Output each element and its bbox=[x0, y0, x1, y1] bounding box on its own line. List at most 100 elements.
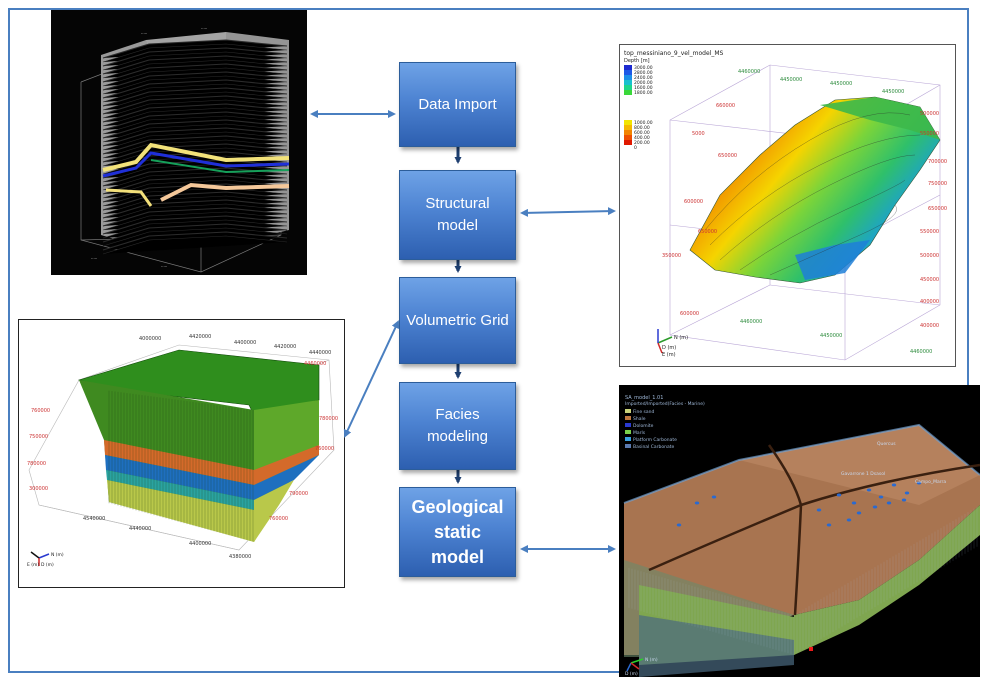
axis-label: 550000 bbox=[920, 131, 939, 137]
facies-model-subtitle: Imported/Imported(Facies - Marine) bbox=[625, 401, 705, 407]
legend-value: 2400.00 bbox=[634, 75, 653, 81]
axis-label: 300000 bbox=[29, 486, 48, 492]
facies-legend-item: Marls bbox=[633, 430, 646, 436]
axis-label: 4450000 bbox=[830, 81, 852, 87]
axis-label: 4460000 bbox=[910, 349, 932, 355]
legend-value: 400.00 bbox=[634, 135, 650, 141]
compass-label: N (m) bbox=[51, 552, 64, 558]
axis-label: 4460000 bbox=[738, 69, 760, 75]
compass-label: E (m) bbox=[662, 352, 676, 358]
step-volumetric-grid: Volumetric Grid bbox=[399, 277, 516, 364]
svg-text:·····: ····· bbox=[161, 264, 167, 269]
axis-label: 4420000 bbox=[274, 344, 296, 350]
legend-value: 3000.00 bbox=[634, 65, 653, 71]
facies-legend-item: Shale bbox=[633, 416, 646, 422]
legend-value: 1800.00 bbox=[634, 90, 653, 96]
axis-label: 550000 bbox=[920, 229, 939, 235]
legend-value: 1000.00 bbox=[634, 120, 653, 126]
axis-label: 4400000 bbox=[234, 340, 256, 346]
legend-value: 600.00 bbox=[634, 130, 650, 136]
seismic-volume-image: ····· ····· ····· ····· bbox=[80, 26, 290, 273]
compass-label: E (m) bbox=[27, 562, 39, 568]
place-label: Campo_Marra bbox=[915, 479, 946, 485]
svg-text:·····: ····· bbox=[141, 31, 147, 36]
compass-icon bbox=[657, 329, 673, 354]
depth-scale-label: Depth [m] bbox=[624, 58, 650, 64]
axis-label: 650000 bbox=[928, 206, 947, 212]
compass-label: D (m) bbox=[625, 671, 638, 677]
axis-label: 650000 bbox=[698, 229, 717, 235]
axis-label: 4000000 bbox=[139, 336, 161, 342]
axis-label: 500000 bbox=[920, 111, 939, 117]
diagram-frame bbox=[8, 8, 969, 673]
axis-label: 4460000 bbox=[304, 361, 326, 367]
svg-text:·····: ····· bbox=[201, 26, 207, 31]
axis-label: 400000 bbox=[920, 323, 939, 329]
facies-legend-item: Platform Carbonate bbox=[633, 437, 677, 443]
axis-label: 500000 bbox=[920, 253, 939, 259]
compass-label: N (m) bbox=[674, 335, 688, 341]
place-label: Gavarrone 1 Dsasol bbox=[841, 471, 885, 477]
depth-map-image: top_messiniano_9_vel_model_MS Depth [m] … bbox=[624, 50, 947, 361]
step-label: Structural model bbox=[425, 195, 490, 234]
compass-label: D (m) bbox=[662, 345, 676, 351]
svg-text:·····: ····· bbox=[91, 256, 97, 261]
axis-label: 450000 bbox=[920, 277, 939, 283]
axis-label: 4400000 bbox=[189, 541, 211, 547]
axis-label: 4540000 bbox=[83, 516, 105, 522]
compass-label: D (m) bbox=[41, 562, 54, 568]
compass-label: N (m) bbox=[645, 657, 658, 663]
step-data-import: Data Import bbox=[399, 62, 516, 147]
volumetric-grid-image: 4000000 4420000 4400000 4420000 4440000 … bbox=[27, 334, 338, 568]
compass-icon bbox=[626, 658, 644, 672]
axis-label: 600000 bbox=[680, 311, 699, 317]
compass-icon bbox=[30, 551, 50, 566]
axis-label: 700000 bbox=[928, 159, 947, 165]
axis-label: 4450000 bbox=[780, 77, 802, 83]
axis-label: 4440000 bbox=[309, 350, 331, 356]
seismic-volume-panel: ····· ····· ····· ····· bbox=[51, 10, 307, 275]
step-facies-modeling: Facies modeling bbox=[399, 382, 516, 470]
axis-label: 650000 bbox=[718, 153, 737, 159]
axis-label: 4460000 bbox=[740, 319, 762, 325]
legend-value: 2000.00 bbox=[634, 80, 653, 86]
step-structural-model: Structural model bbox=[399, 170, 516, 260]
facies-legend-item: Basinal Carbonate bbox=[633, 444, 674, 450]
axis-label: 600000 bbox=[684, 199, 703, 205]
axis-label: 750000 bbox=[29, 434, 48, 440]
step-label: Facies modeling bbox=[427, 406, 488, 445]
axis-label: 760000 bbox=[31, 408, 50, 414]
facies-model-title: SA_model_1.01 bbox=[625, 395, 663, 401]
depth-map-title: top_messiniano_9_vel_model_MS bbox=[624, 50, 723, 57]
facies-model-image: SA_model_1.01 Imported/Imported(Facies -… bbox=[623, 395, 980, 677]
axis-label: 5000 bbox=[692, 131, 705, 137]
axis-label: 760000 bbox=[269, 516, 288, 522]
facies-legend-item: Dolomite bbox=[633, 423, 654, 429]
step-geological-static-model: Geological static model bbox=[399, 487, 516, 577]
axis-label: 780000 bbox=[27, 461, 46, 467]
facies-model-panel: SA_model_1.01 Imported/Imported(Facies -… bbox=[619, 385, 980, 677]
legend-value: 2800.00 bbox=[634, 70, 653, 76]
axis-label: 4420000 bbox=[189, 334, 211, 340]
axis-label: 760000 bbox=[315, 446, 334, 452]
axis-label: 4440000 bbox=[129, 526, 151, 532]
legend-value: 800.00 bbox=[634, 125, 650, 131]
axis-label: 750000 bbox=[928, 181, 947, 187]
axis-label: 660000 bbox=[716, 103, 735, 109]
axis-label: 780000 bbox=[319, 416, 338, 422]
step-label: Data Import bbox=[418, 95, 497, 113]
axis-label: 400000 bbox=[920, 299, 939, 305]
facies-legend-item: Fine sand bbox=[633, 409, 655, 415]
axis-label: 4450000 bbox=[882, 89, 904, 95]
axis-label: 790000 bbox=[289, 491, 308, 497]
volumetric-grid-panel: 4000000 4420000 4400000 4420000 4440000 … bbox=[18, 319, 345, 588]
legend-value: 1600.00 bbox=[634, 85, 653, 91]
legend-value: 200.00 bbox=[634, 140, 650, 146]
axis-label: 350000 bbox=[662, 253, 681, 259]
legend-value: 0 bbox=[634, 145, 637, 151]
depth-map-panel: top_messiniano_9_vel_model_MS Depth [m] … bbox=[619, 44, 956, 367]
step-label: Volumetric Grid bbox=[406, 311, 509, 329]
axis-label: 4380000 bbox=[229, 554, 251, 560]
step-label: Geological static model bbox=[411, 496, 504, 567]
axis-label: 4450000 bbox=[820, 333, 842, 339]
